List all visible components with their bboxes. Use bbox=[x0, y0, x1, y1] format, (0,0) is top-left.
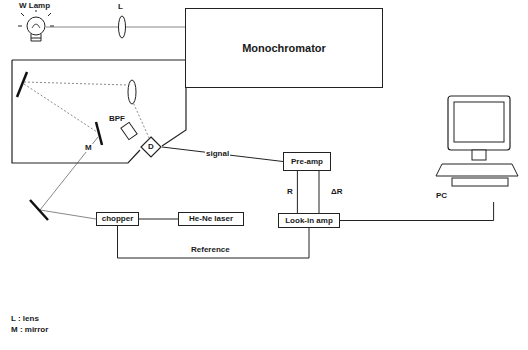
monitor-stand bbox=[472, 150, 486, 160]
process-box: He-Ne laser bbox=[178, 212, 244, 226]
signal-wire bbox=[118, 226, 310, 258]
lens bbox=[119, 16, 126, 38]
monitor bbox=[448, 96, 510, 150]
mirror bbox=[30, 200, 48, 220]
light-beam bbox=[46, 27, 185, 28]
annotation-label: L bbox=[117, 3, 124, 11]
mirror bbox=[96, 122, 102, 145]
edge-label: ΔR bbox=[330, 188, 344, 196]
lens bbox=[128, 80, 136, 104]
process-box: chopper bbox=[96, 212, 139, 226]
node-text: Monochromator bbox=[242, 43, 326, 54]
mirror bbox=[17, 72, 27, 97]
annotation-label: M : mirror bbox=[10, 326, 49, 334]
signal-wire bbox=[319, 171, 320, 213]
signal-wire bbox=[340, 202, 494, 221]
laser-beam bbox=[40, 137, 98, 219]
annotation-label: W Lamp bbox=[18, 2, 51, 10]
node-text: chopper bbox=[102, 215, 134, 223]
screen bbox=[454, 102, 504, 142]
signal-wire bbox=[139, 219, 178, 220]
computer-drawing bbox=[432, 92, 520, 202]
annotation-label: BPF bbox=[108, 115, 126, 123]
sample-chamber bbox=[12, 60, 186, 163]
process-box: Look-in amp bbox=[278, 213, 340, 228]
signal-wire bbox=[162, 147, 283, 162]
base-unit bbox=[452, 178, 508, 186]
signal-wire bbox=[297, 171, 298, 213]
computer-icon: PC bbox=[432, 92, 520, 202]
keyboard bbox=[436, 164, 518, 176]
detector-diamond: D bbox=[140, 136, 162, 158]
band-pass-filter bbox=[121, 122, 137, 139]
node-text: D bbox=[148, 143, 154, 151]
node-text: PC bbox=[436, 192, 447, 200]
annotation-label: M bbox=[84, 144, 93, 152]
node-text: Pre-amp bbox=[291, 158, 323, 166]
node-text: Look-in amp bbox=[285, 217, 333, 225]
lamp-bulb bbox=[18, 8, 54, 41]
edge-label: Reference bbox=[190, 246, 231, 254]
process-box: Pre-amp bbox=[283, 152, 331, 171]
node-text: He-Ne laser bbox=[189, 215, 233, 223]
edge-label: signal bbox=[205, 150, 230, 158]
annotation-label: L : lens bbox=[10, 315, 40, 323]
edge-label: R bbox=[286, 188, 294, 196]
process-box: Monochromator bbox=[185, 8, 383, 88]
diamond-shape bbox=[141, 137, 161, 157]
